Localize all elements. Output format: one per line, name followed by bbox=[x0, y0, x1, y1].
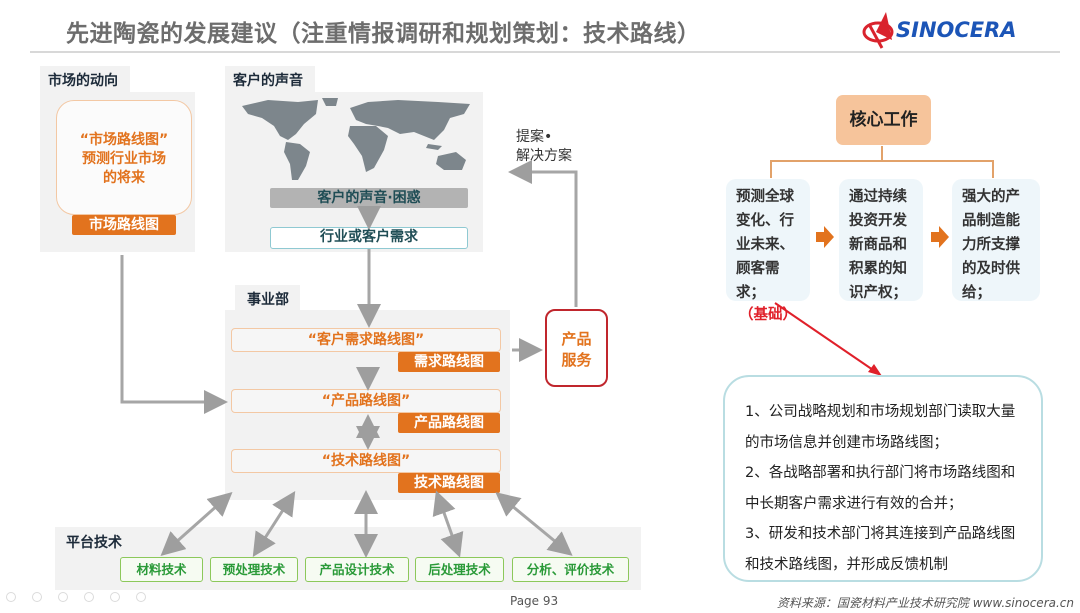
market-roadmap-bubble: “市场路线图” 预测行业市场 的将来 bbox=[56, 100, 192, 215]
slide-controls bbox=[6, 592, 146, 602]
market-roadmap-label: 市场路线图 bbox=[72, 215, 176, 235]
core-card-text: 通过持续投资开发新商品和积累的知识产权； bbox=[849, 189, 907, 301]
product-service-line: 产品 bbox=[561, 330, 592, 348]
platform-item: 预处理技术 bbox=[210, 557, 298, 582]
page-number: Page 93 bbox=[510, 594, 559, 608]
pen-icon[interactable] bbox=[58, 592, 68, 602]
world-map-icon bbox=[242, 98, 470, 180]
core-card-innovation: 通过持续投资开发新商品和积累的知识产权； bbox=[839, 179, 923, 301]
customer-needs-roadmap: “客户需求路线图” bbox=[231, 328, 501, 352]
bubble-line: 预测行业市场 bbox=[82, 151, 166, 167]
slides-icon[interactable] bbox=[84, 592, 94, 602]
technology-roadmap: “技术路线图” bbox=[231, 449, 501, 473]
platform-item: 材料技术 bbox=[120, 557, 203, 582]
note-item: 1、公司战略规划和市场规划部门读取大量的市场信息并创建市场路线图； bbox=[745, 404, 1016, 451]
source-note: 资料来源：国瓷材料产业技术研究院 www.sinocera.cn bbox=[776, 596, 1074, 610]
zoom-icon[interactable] bbox=[110, 592, 120, 602]
sinocera-logo-icon bbox=[862, 12, 894, 49]
note-item: 3、研发和技术部门将其连接到产品路线图和技术路线图，并形成反馈机制 bbox=[745, 526, 1016, 573]
notes-box: 1、公司战略规划和市场规划部门读取大量的市场信息并创建市场路线图； 2、各战略部… bbox=[723, 375, 1043, 582]
product-roadmap-label: 产品路线图 bbox=[398, 413, 500, 433]
core-card-emphasis: （基础） bbox=[739, 307, 797, 323]
next-icon[interactable] bbox=[32, 592, 42, 602]
bubble-line: “市场路线图” bbox=[79, 132, 169, 148]
title-divider bbox=[30, 51, 1060, 53]
technology-roadmap-label: 技术路线图 bbox=[398, 473, 500, 493]
platform-item: 分析、评价技术 bbox=[512, 557, 629, 582]
product-service-box: 产品 服务 bbox=[545, 309, 608, 387]
platform-heading: 平台技术 bbox=[66, 535, 122, 551]
core-card-text: 强大的产品制造能力所支撑的及时供给； bbox=[962, 189, 1020, 301]
feedback-line: 提案• bbox=[516, 129, 553, 145]
market-heading: 市场的动向 bbox=[40, 66, 130, 94]
bubble-line: 的将来 bbox=[103, 170, 145, 186]
customer-voice-bar: 客户的声音·困惑 bbox=[270, 188, 468, 208]
platform-item: 后处理技术 bbox=[415, 557, 504, 582]
core-card-text: 预测全球变化、行业未来、顾客需求； bbox=[736, 189, 794, 301]
product-service-line: 服务 bbox=[561, 351, 592, 369]
core-work-title: 核心工作 bbox=[836, 95, 931, 145]
customer-heading: 客户的声音 bbox=[225, 66, 315, 94]
core-card-supply: 强大的产品制造能力所支撑的及时供给； bbox=[952, 179, 1040, 301]
business-heading: 事业部 bbox=[235, 285, 300, 313]
previous-icon[interactable] bbox=[6, 592, 16, 602]
note-item: 2、各战略部署和执行部门将市场路线图和中长期客户需求进行有效的合并； bbox=[745, 465, 1016, 512]
more-icon[interactable] bbox=[136, 592, 146, 602]
logo-text: SINOCERA bbox=[896, 18, 1017, 42]
needs-roadmap-label: 需求路线图 bbox=[398, 352, 500, 372]
customer-needs-box: 行业或客户需求 bbox=[270, 227, 468, 249]
platform-item: 产品设计技术 bbox=[305, 557, 409, 582]
core-card-forecast: 预测全球变化、行业未来、顾客需求； （基础） bbox=[726, 179, 810, 323]
page-title: 先进陶瓷的发展建议（注重情报调研和规划策划：技术路线） bbox=[66, 21, 701, 47]
